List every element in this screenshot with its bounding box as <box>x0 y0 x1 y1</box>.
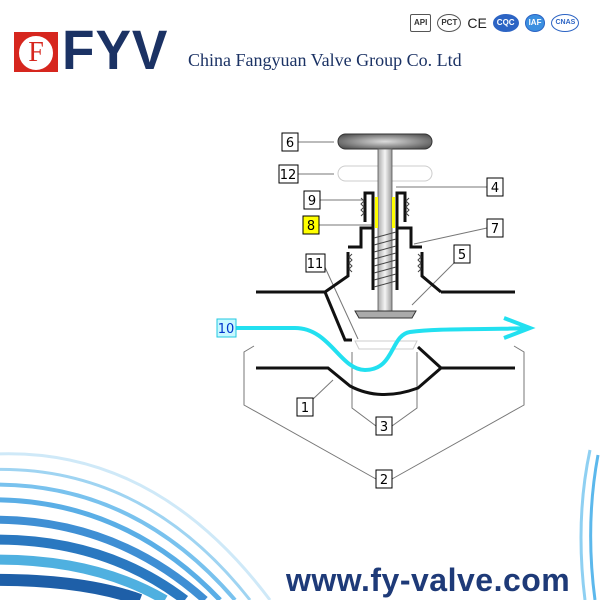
label-7: 7 <box>486 218 504 238</box>
label-5: 5 <box>453 244 471 264</box>
bonnet <box>324 191 442 294</box>
svg-text:5: 5 <box>458 248 466 263</box>
svg-text:12: 12 <box>280 168 297 183</box>
disc-closed-position <box>354 340 418 350</box>
label-8: 8 <box>302 215 320 235</box>
label-11: 11 <box>305 253 326 273</box>
valve-body <box>256 290 515 397</box>
svg-text:11: 11 <box>307 257 324 272</box>
packing-left <box>375 197 378 228</box>
logo-letter: F <box>18 35 54 71</box>
iaf-cert-icon: IAF <box>524 14 546 32</box>
decorative-swirls <box>0 449 600 600</box>
fyv-logo-mark: F <box>14 32 58 72</box>
label-3: 3 <box>375 416 393 436</box>
svg-text:1: 1 <box>301 401 309 416</box>
label-12: 12 <box>278 164 299 184</box>
svg-text:7: 7 <box>491 222 499 237</box>
label-1: 1 <box>296 397 314 417</box>
cnas-cert-icon: CNAS <box>551 14 580 32</box>
pct-cert-icon: PCT <box>437 14 462 32</box>
label-10: 10 <box>216 318 237 338</box>
logo-text: FYV <box>62 18 169 81</box>
svg-text:8: 8 <box>307 219 315 234</box>
svg-text:2: 2 <box>380 473 388 488</box>
label-4: 4 <box>486 177 504 197</box>
handwheel <box>337 133 433 150</box>
leader-lines <box>243 141 525 480</box>
label-2: 2 <box>375 469 393 489</box>
company-name: China Fangyuan Valve Group Co. Ltd <box>188 50 462 70</box>
svg-text:4: 4 <box>491 181 499 196</box>
svg-text:6: 6 <box>286 136 294 151</box>
packing-right <box>392 197 395 228</box>
cqc-cert-icon: CQC <box>492 14 519 32</box>
stem-thread <box>348 197 422 288</box>
svg-text:9: 9 <box>308 194 316 209</box>
certification-icons: API PCT CE CQC IAF CNAS <box>410 14 580 32</box>
part-labels: 6 12 4 9 8 7 11 5 10 1 3 2 <box>216 132 504 489</box>
label-6: 6 <box>281 132 299 152</box>
website-url: www.fy-valve.com <box>286 562 571 598</box>
svg-text:3: 3 <box>380 420 388 435</box>
flow-arrow <box>236 316 536 373</box>
valve-stem <box>377 148 393 312</box>
svg-text:10: 10 <box>218 322 235 337</box>
ce-cert-icon: CE <box>467 15 487 31</box>
label-9: 9 <box>303 190 321 210</box>
valve-disc <box>354 310 417 319</box>
api-cert-icon: API <box>410 14 432 32</box>
